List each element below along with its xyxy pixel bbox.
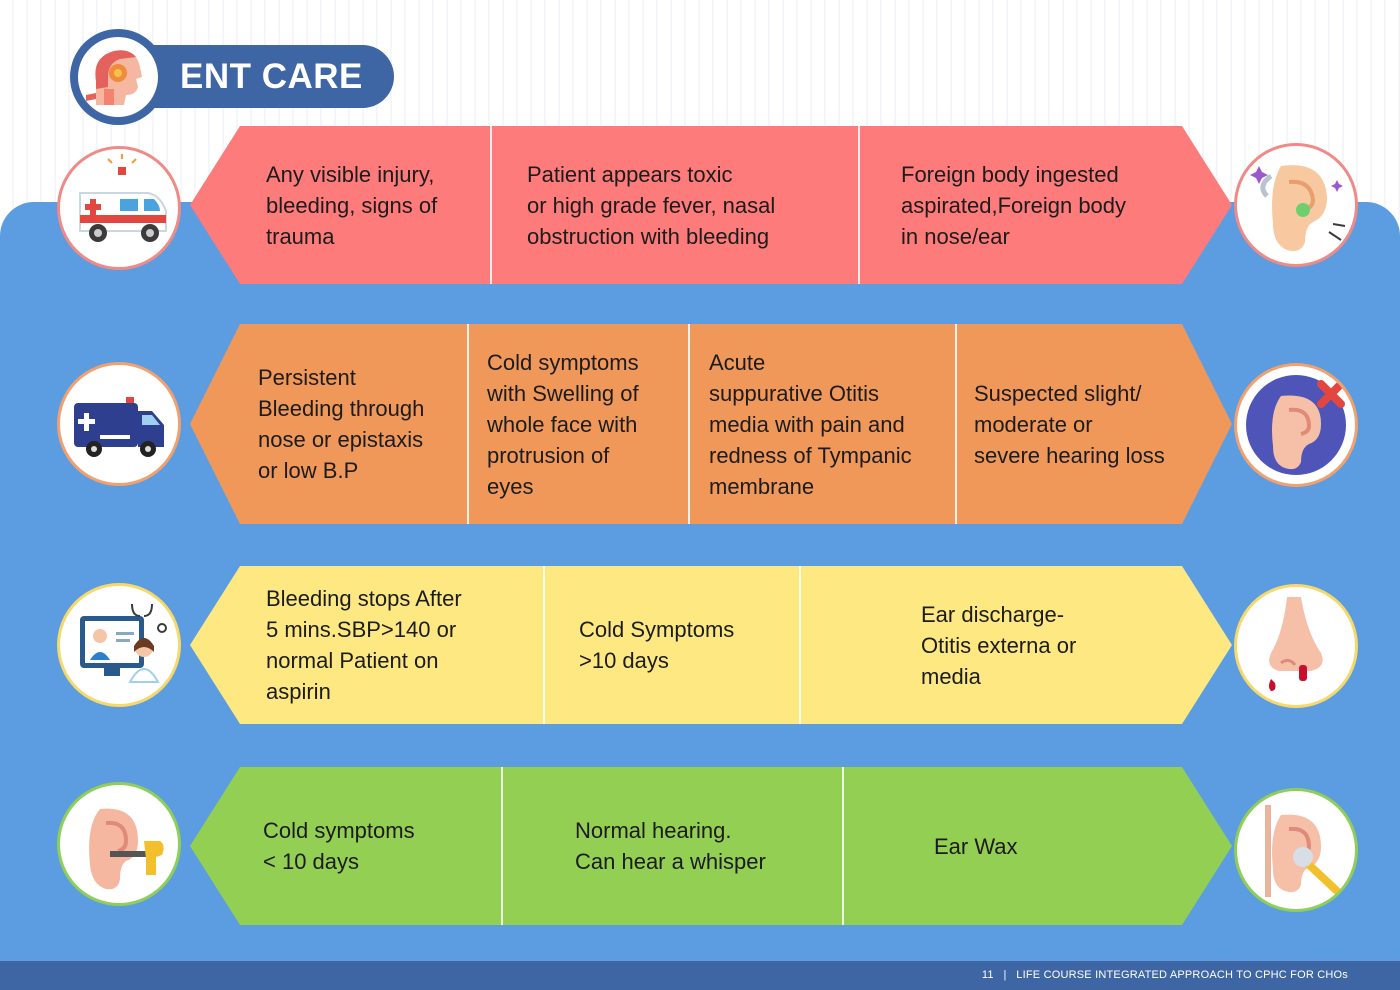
footer-text: 11 | LIFE COURSE INTEGRATED APPROACH TO … <box>982 969 1348 981</box>
condition-cell: Cold symptoms < 10 days <box>263 818 415 874</box>
condition-cell: Any visible injury, bleeding, signs of t… <box>266 161 438 249</box>
priority-row-yellow: Bleeding stops After 5 mins.SBP>140 or n… <box>190 566 1232 724</box>
condition-cell: Cold symptoms with Swelling of whole fac… <box>487 349 639 499</box>
condition-cell: Normal hearing. Can hear a whisper <box>575 818 766 874</box>
priority-row-green: Cold symptoms < 10 days Normal hearing. … <box>190 767 1232 925</box>
ear-exam-icon <box>57 782 181 906</box>
condition-cell: Suspected slight/ moderate or severe hea… <box>974 380 1165 468</box>
nose-bleed-icon <box>1234 584 1358 708</box>
condition-cell: Ear discharge- Otitis externa or media <box>921 601 1077 689</box>
page-title: ENT CARE <box>180 57 363 96</box>
footer-title: LIFE COURSE INTEGRATED APPROACH TO CPHC … <box>1016 969 1348 981</box>
ear-foreign-body-icon <box>1234 143 1358 267</box>
ambulance-siren-icon <box>57 146 181 270</box>
page-number: 11 <box>981 969 994 981</box>
condition-cell: Acute suppurative Otitis media with pain… <box>709 349 912 499</box>
hearing-loss-icon <box>1234 363 1358 487</box>
footer-separator: | <box>1003 969 1007 981</box>
ambulance-van-icon <box>57 362 181 486</box>
cell-divider <box>842 767 844 925</box>
ent-head-icon <box>78 37 158 117</box>
cell-divider <box>501 767 503 925</box>
ear-cleaning-icon <box>1234 788 1358 912</box>
condition-cell: Cold Symptoms >10 days <box>579 617 735 673</box>
condition-cell: Patient appears toxic or high grade feve… <box>527 161 776 249</box>
cell-divider <box>490 126 492 284</box>
cell-divider <box>799 566 801 724</box>
cell-divider <box>543 566 545 724</box>
condition-cell: Bleeding stops After 5 mins.SBP>140 or n… <box>266 586 462 704</box>
priority-row-orange: Persistent Bleeding through nose or epis… <box>190 324 1232 524</box>
teleconsultation-icon <box>57 583 181 707</box>
cell-divider <box>467 324 469 524</box>
condition-cell: Ear Wax <box>934 833 1018 859</box>
condition-cell: Persistent Bleeding through nose or epis… <box>258 365 425 483</box>
cell-divider <box>688 324 690 524</box>
condition-cell: Foreign body ingested aspirated,Foreign … <box>901 161 1127 249</box>
priority-row-red: Any visible injury, bleeding, signs of t… <box>190 126 1232 284</box>
cell-divider <box>858 126 860 284</box>
page-footer: 11 | LIFE COURSE INTEGRATED APPROACH TO … <box>0 961 1400 990</box>
cell-divider <box>955 324 957 524</box>
